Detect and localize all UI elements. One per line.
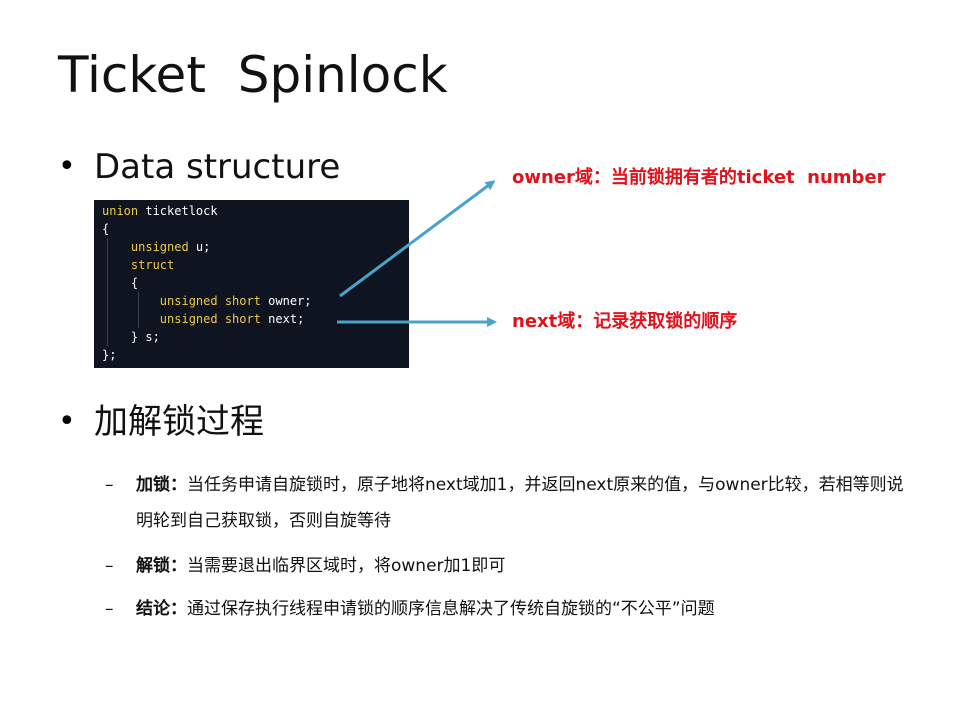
indent-guide [107, 292, 108, 310]
indent-guide [138, 292, 139, 310]
code-keyword: union [102, 204, 139, 218]
code-line: { [102, 274, 401, 292]
dash-marker: – [105, 556, 114, 576]
owner-annotation: owner域：当前锁拥有者的ticket number [512, 167, 886, 188]
code-text: { [102, 222, 110, 236]
bullet-text: Data structure [94, 147, 341, 187]
bullet-marker: • [58, 149, 76, 184]
code-line: union ticketlock [102, 202, 401, 220]
subpoint-body: 加锁：当任务申请自旋锁时，原子地将next域加1，并返回next原来的值，与ow… [136, 467, 905, 539]
subpoint-conclusion: – 结论：通过保存执行线程申请锁的顺序信息解决了传统自旋锁的“不公平”问题 [105, 591, 905, 627]
bullet-marker: • [58, 404, 76, 439]
code-line: } s; [102, 328, 401, 346]
code-line: unsigned short owner; [102, 292, 401, 310]
code-text: next; [260, 312, 305, 326]
code-block: union ticketlock { unsigned u; struct { … [94, 200, 409, 368]
code-text: } s; [130, 330, 160, 344]
subpoint-body: 解锁：当需要退出临界区域时，将owner加1即可 [136, 548, 905, 584]
code-line: unsigned u; [102, 238, 401, 256]
subpoint-lock: – 加锁：当任务申请自旋锁时，原子地将next域加1，并返回next原来的值，与… [105, 467, 905, 539]
code-text: ticketlock [138, 204, 218, 218]
subpoint-text: 当任务申请自旋锁时，原子地将next域加1，并返回next原来的值，与owner… [136, 475, 904, 531]
code-text: { [130, 276, 139, 290]
code-keyword: unsigned short [159, 312, 261, 326]
subpoint-unlock: – 解锁：当需要退出临界区域时，将owner加1即可 [105, 548, 905, 584]
subpoint-text: 通过保存执行线程申请锁的顺序信息解决了传统自旋锁的“不公平”问题 [187, 599, 715, 619]
code-line: struct [102, 256, 401, 274]
indent-guide [107, 310, 108, 328]
code-text: }; [102, 348, 117, 362]
code-keyword: unsigned short [159, 294, 261, 308]
bullet-text: 加解锁过程 [94, 402, 264, 442]
indent-guide [107, 328, 108, 346]
code-keyword: struct [130, 258, 175, 272]
subpoint-body: 结论：通过保存执行线程申请锁的顺序信息解决了传统自旋锁的“不公平”问题 [136, 591, 905, 627]
indent-guide [107, 238, 108, 256]
dash-marker: – [105, 599, 114, 619]
subpoint-text: 当需要退出临界区域时，将owner加1即可 [187, 556, 506, 576]
code-line: { [102, 220, 401, 238]
indent-guide [107, 274, 108, 292]
subpoint-label: 结论： [136, 599, 187, 619]
code-line: unsigned short next; [102, 310, 401, 328]
code-text: owner; [260, 294, 312, 308]
subpoint-label: 解锁： [136, 556, 187, 576]
indent-guide [138, 310, 139, 328]
bullet-lock-process: • 加解锁过程 [58, 400, 264, 444]
next-annotation: next域：记录获取锁的顺序 [512, 311, 738, 332]
code-line: }; [102, 346, 401, 364]
dash-marker: – [105, 475, 114, 495]
indent-guide [107, 256, 108, 274]
bullet-data-structure: • Data structure [58, 145, 340, 189]
code-text: u; [188, 240, 211, 254]
subpoint-label: 加锁： [136, 475, 187, 495]
code-keyword: unsigned [130, 240, 189, 254]
slide-title: Ticket Spinlock [58, 46, 448, 104]
